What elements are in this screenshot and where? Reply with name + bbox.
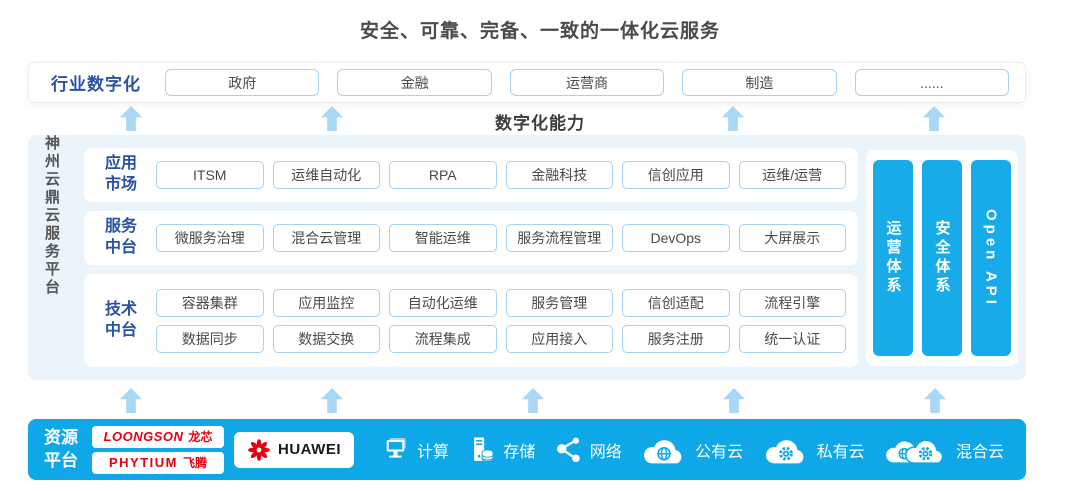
service-box-grid: 容器集群 应用监控 自动化运维 服务管理 信创适配 流程引擎 数据同步 数据交换…	[156, 288, 846, 353]
service-box-list: 容器集群 应用监控 自动化运维 服务管理 信创适配 流程引擎	[156, 288, 846, 317]
service-box: 信创应用	[622, 161, 730, 190]
phytium-cn-label: 飞腾	[182, 456, 207, 470]
resource-item-private-cloud: 私有云	[763, 435, 865, 465]
service-box: DevOps	[622, 224, 730, 253]
platform-rows: 应用 市场 ITSM 运维自动化 RPA 金融科技 信创应用 运维/运营 服务 …	[84, 148, 858, 367]
industry-box-finance: 金融	[337, 69, 492, 96]
pillar-security: 安全体系	[922, 160, 962, 356]
capability-label: 数字化能力	[495, 114, 585, 133]
service-box: 智能运维	[389, 224, 497, 253]
up-arrow-icon	[924, 388, 946, 413]
up-arrow-icon	[722, 106, 744, 131]
resource-band-label: 资源 平台	[44, 428, 78, 470]
row-label: 应用 市场	[104, 155, 137, 194]
industry-box-telecom: 运营商	[509, 69, 665, 96]
service-box: 流程集成	[389, 324, 497, 353]
huawei-flower-icon	[248, 438, 270, 461]
service-box: 数据交换	[272, 324, 380, 353]
resource-item-network: 网络	[555, 436, 622, 463]
hybrid-cloud-icon	[886, 439, 944, 464]
resource-item-public-cloud: 公有云	[641, 435, 743, 465]
platform-name: 神州云鼎云服务平台	[43, 135, 60, 297]
service-box: 服务管理	[505, 288, 613, 317]
resource-item-label: 私有云	[816, 443, 865, 461]
resource-item-label: 存储	[503, 443, 536, 461]
resource-item-compute: 计算	[382, 436, 449, 463]
industry-bar-label: 行业数字化	[51, 75, 141, 94]
resource-item-label: 公有云	[695, 443, 744, 461]
public-cloud-icon	[644, 439, 682, 463]
row-service-platform: 服务 中台 微服务治理 混合云管理 智能运维 服务流程管理 DevOps 大屏展…	[84, 211, 858, 266]
row-tech-platform: 技术 中台 容器集群 应用监控 自动化运维 服务管理 信创适配 流程引擎 数据同…	[84, 274, 858, 367]
service-box: 服务注册	[622, 324, 730, 353]
resource-item-label: 计算	[417, 443, 450, 461]
service-box: 服务流程管理	[505, 224, 613, 253]
huawei-logo: HUAWEI	[234, 431, 354, 468]
industry-box-government: 政府	[165, 69, 320, 96]
up-arrow-icon	[923, 106, 945, 131]
service-box-list: 数据同步 数据交换 流程集成 应用接入 服务注册 统一认证	[156, 324, 846, 353]
resource-item-storage: 存储	[468, 436, 535, 463]
service-box: 运维/运营	[738, 161, 846, 190]
service-box: 混合云管理	[272, 224, 380, 253]
service-box: 运维自动化	[272, 161, 380, 190]
up-arrow-icon	[120, 388, 142, 413]
platform-panel: 神州云鼎云服务平台 应用 市场 ITSM 运维自动化 RPA 金融科技 信创应用…	[28, 135, 1026, 380]
up-arrow-icon	[321, 388, 343, 413]
industry-box-more: ......	[854, 69, 1010, 96]
service-box: 流程引擎	[738, 288, 846, 317]
resource-item-list: 计算 存储	[382, 435, 1004, 465]
service-box: ITSM	[156, 161, 264, 190]
up-arrow-icon	[723, 388, 745, 413]
cpu-vendor-chips: LOONGSON 龙芯 PHYTIUM 飞腾	[92, 425, 224, 474]
phytium-logo: PHYTIUM 飞腾	[92, 451, 224, 474]
up-arrow-icon	[321, 106, 343, 131]
row-label: 技术 中台	[104, 300, 137, 339]
loongson-wordmark: LOONGSON	[103, 429, 184, 444]
service-box: 信创适配	[622, 288, 730, 317]
compute-icon	[386, 438, 406, 458]
huawei-wordmark: HUAWEI	[278, 441, 341, 458]
pillar-open-api: Open API	[971, 160, 1011, 356]
resource-band: 资源 平台 LOONGSON 龙芯 PHYTIUM 飞腾	[28, 419, 1026, 480]
up-arrow-icon	[120, 106, 142, 131]
row-label: 服务 中台	[104, 218, 137, 257]
service-box: 大屏展示	[738, 224, 846, 253]
service-box-list: 微服务治理 混合云管理 智能运维 服务流程管理 DevOps 大屏展示	[156, 224, 846, 253]
service-box: 应用监控	[272, 288, 380, 317]
pillar-operations: 运营体系	[873, 160, 913, 356]
storage-icon	[474, 437, 494, 462]
service-box: 容器集群	[156, 288, 264, 317]
row-app-market: 应用 市场 ITSM 运维自动化 RPA 金融科技 信创应用 运维/运营	[84, 148, 858, 203]
loongson-logo: LOONGSON 龙芯	[92, 425, 224, 448]
service-box: 统一认证	[738, 324, 846, 353]
industry-sector-list: 政府 金融 运营商 制造 ......	[165, 69, 1010, 96]
page-title: 安全、可靠、完备、一致的一体化云服务	[359, 21, 720, 42]
service-box: 应用接入	[505, 324, 613, 353]
private-cloud-icon	[765, 439, 804, 463]
service-box: 金融科技	[505, 161, 613, 190]
pillar-panel: 运营体系 安全体系 Open API	[866, 150, 1018, 366]
network-icon	[556, 437, 580, 463]
service-box: 微服务治理	[156, 224, 264, 253]
up-arrow-icon	[522, 388, 544, 413]
service-box-list: ITSM 运维自动化 RPA 金融科技 信创应用 运维/运营	[156, 161, 846, 190]
loongson-cn-label: 龙芯	[188, 430, 213, 444]
industry-bar: 行业数字化 政府 金融 运营商 制造 ......	[28, 62, 1026, 103]
service-box: 数据同步	[156, 324, 264, 353]
service-box: RPA	[389, 161, 497, 190]
resource-item-hybrid-cloud: 混合云	[884, 435, 1004, 465]
service-box: 自动化运维	[389, 288, 497, 317]
resource-item-label: 混合云	[955, 443, 1004, 461]
resource-item-label: 网络	[589, 443, 622, 461]
phytium-wordmark: PHYTIUM	[108, 455, 178, 470]
industry-box-manufacturing: 制造	[682, 69, 837, 96]
